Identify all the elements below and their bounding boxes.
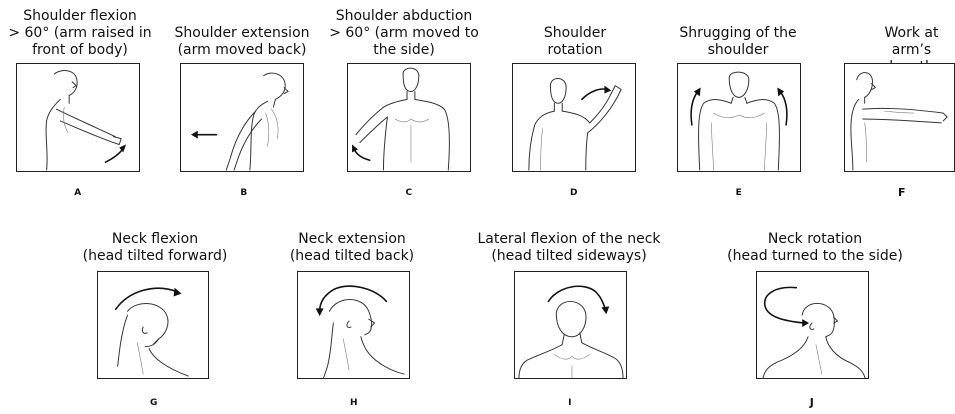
label-j: J xyxy=(804,396,820,409)
caption-neck-rotation: Neck rotation (head turned to the side) xyxy=(716,231,914,265)
illustration-shoulder-rotation xyxy=(512,63,636,172)
caption-shoulder-flexion: Shoulder flexion > 60° (arm raised in fr… xyxy=(0,8,160,59)
label-a: A xyxy=(70,188,86,198)
label-i: I xyxy=(562,398,578,408)
illustration-shoulder-extension xyxy=(180,63,304,172)
caption-neck-flexion: Neck flexion (head tilted forward) xyxy=(70,231,240,265)
label-d: D xyxy=(566,188,582,198)
illustration-shoulder-flexion xyxy=(16,63,140,172)
label-g: G xyxy=(146,398,162,408)
illustration-shrugging-shoulder xyxy=(677,63,801,172)
label-e: E xyxy=(731,188,747,198)
illustration-neck-flexion xyxy=(97,271,209,379)
illustration-neck-rotation xyxy=(756,271,869,379)
label-h: H xyxy=(346,398,362,408)
illustration-work-at-arms-length xyxy=(844,63,955,172)
label-c: C xyxy=(401,188,417,198)
illustration-lateral-flexion-neck xyxy=(514,271,627,379)
caption-shoulder-abduction: Shoulder abduction > 60° (arm moved to t… xyxy=(324,8,484,59)
caption-lateral-flexion-neck: Lateral flexion of the neck (head tilted… xyxy=(464,231,674,265)
label-f: F xyxy=(894,186,910,199)
label-b: B xyxy=(236,188,252,198)
caption-neck-extension: Neck extension (head tilted back) xyxy=(282,231,422,265)
illustration-shoulder-abduction xyxy=(347,63,471,172)
caption-shrugging-shoulder: Shrugging of the shoulder xyxy=(662,25,814,59)
caption-shoulder-rotation: Shoulder rotation xyxy=(515,25,635,59)
caption-shoulder-extension: Shoulder extension (arm moved back) xyxy=(166,25,318,59)
illustration-neck-extension xyxy=(297,271,410,379)
